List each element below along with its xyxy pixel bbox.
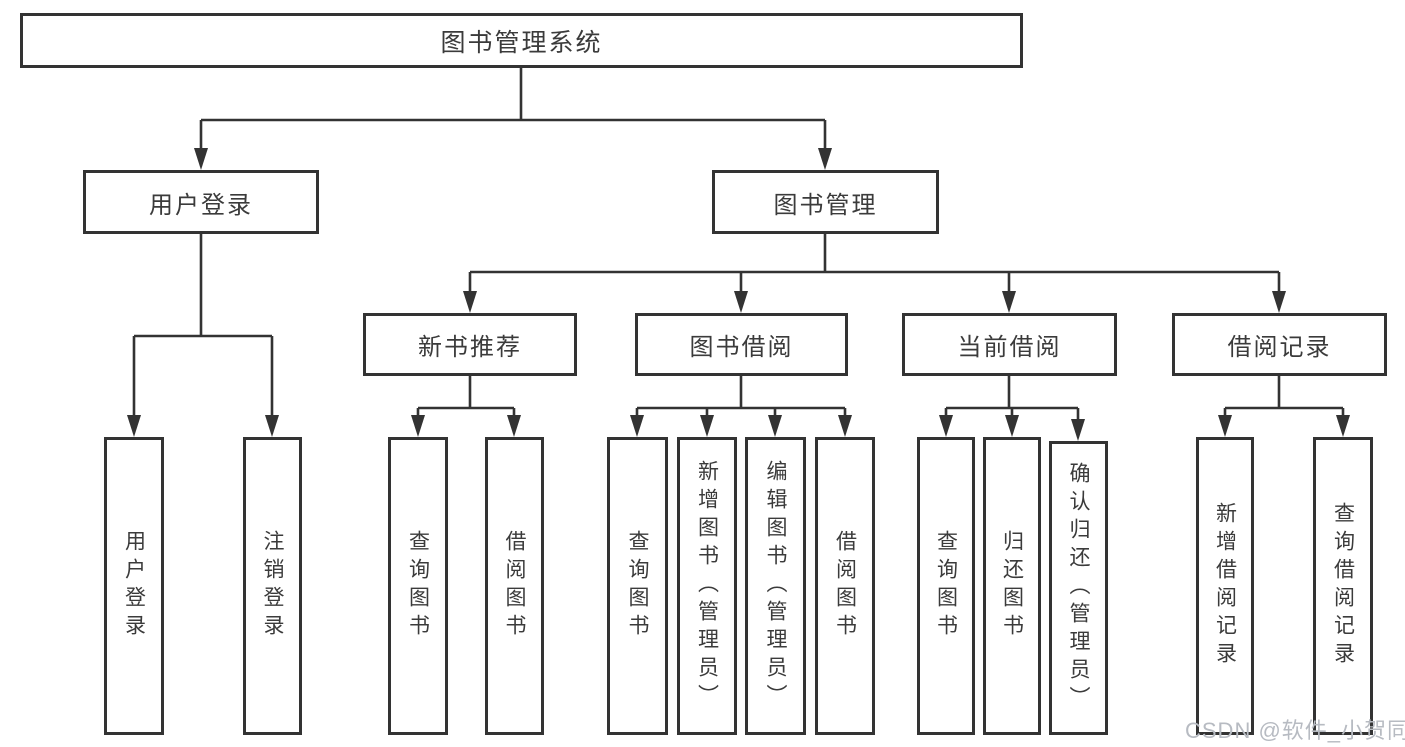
node-user-login: 用户登录 bbox=[83, 170, 319, 234]
leaf-return-books: 归还图书 bbox=[983, 437, 1041, 735]
csdn-watermark: CSDN @软件_小贺同学 bbox=[1185, 718, 1405, 743]
leaf-user-login: 用户登录 bbox=[104, 437, 164, 735]
connector-lines bbox=[132, 68, 1345, 424]
leaf-logout: 注销登录 bbox=[243, 437, 302, 735]
arrowhead-markers bbox=[127, 148, 1350, 441]
leaf-query-books-current: 查询图书 bbox=[917, 437, 975, 735]
node-current-borrowing: 当前借阅 bbox=[902, 313, 1117, 376]
node-book-management: 图书管理 bbox=[712, 170, 939, 234]
leaf-add-books-admin: 新增图书（管理员） bbox=[677, 437, 737, 735]
leaf-edit-books-admin: 编辑图书（管理员） bbox=[745, 437, 806, 735]
leaf-query-borrow-record: 查询借阅记录 bbox=[1313, 437, 1373, 735]
leaf-borrow-books-recommend: 借阅图书 bbox=[485, 437, 544, 735]
leaf-query-books-recommend: 查询图书 bbox=[388, 437, 448, 735]
leaf-borrow-books: 借阅图书 bbox=[815, 437, 875, 735]
node-root-system: 图书管理系统 bbox=[20, 13, 1023, 68]
leaf-add-borrow-record: 新增借阅记录 bbox=[1196, 437, 1254, 735]
leaf-confirm-return-admin: 确认归还（管理员） bbox=[1049, 441, 1108, 735]
node-borrow-records: 借阅记录 bbox=[1172, 313, 1387, 376]
node-book-borrowing: 图书借阅 bbox=[635, 313, 848, 376]
node-new-book-recommend: 新书推荐 bbox=[363, 313, 577, 376]
leaf-query-books-borrowing: 查询图书 bbox=[607, 437, 668, 735]
